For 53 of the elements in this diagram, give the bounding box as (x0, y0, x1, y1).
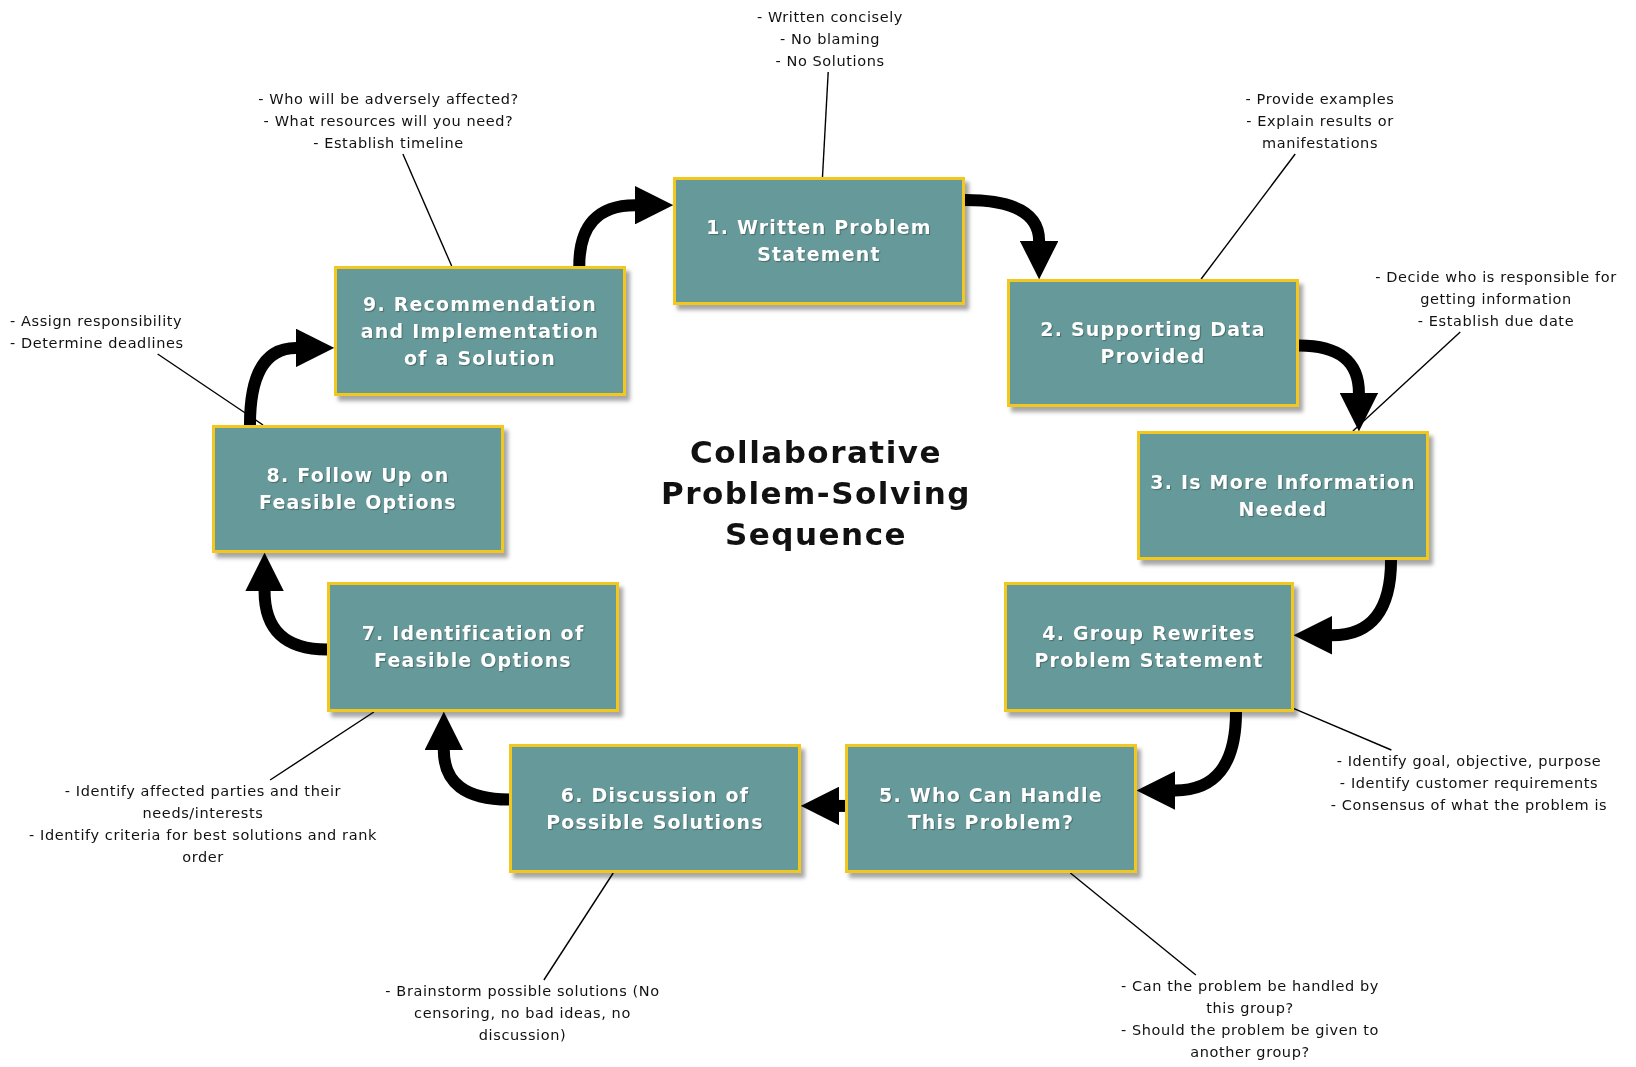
note-text: - Identify affected parties and their needs/interests (63, 782, 343, 823)
note-text: - Who will be adversely affected? (257, 90, 520, 109)
step-label: 9. Recommendation and Implementation of a Solution (359, 291, 601, 371)
step-label: 7. Identification of Feasible Options (360, 621, 586, 673)
arrow (800, 786, 845, 826)
arrow (964, 194, 1059, 280)
leader-line (1293, 707, 1393, 751)
step-label: 6. Discussion of Possible Solutions (545, 782, 765, 835)
step-label: 8. Follow Up on Feasible Options (258, 463, 458, 515)
process-box (334, 266, 626, 396)
process-box (673, 177, 965, 305)
note-text: - No Solutions (774, 52, 886, 71)
leader-line (156, 353, 264, 426)
note-text: - Identify goal, objective, purpose (1335, 752, 1603, 771)
leader-line (1200, 153, 1296, 280)
arrow (1293, 559, 1398, 655)
arrow (1136, 711, 1242, 810)
step-label: 5. Who Can Handle This Problem? (878, 782, 1104, 835)
note-text: - Identify customer requirements (1338, 774, 1600, 793)
process-box (1004, 582, 1294, 712)
note-text: - Provide examples (1244, 90, 1396, 109)
process-box (327, 582, 619, 712)
step-label: 3. Is More Information Needed (1150, 469, 1416, 522)
step-label: 2. Supporting Data Provided (1039, 317, 1267, 369)
note-text: - Can the problem be handled by this group? (1120, 977, 1380, 1018)
process-box (509, 744, 801, 873)
note-text: - Establish timeline (312, 134, 465, 153)
process-box (845, 744, 1137, 873)
note-text: - Consensus of what the problem is (1329, 796, 1609, 815)
note-text: - Should the problem be given to another group? (1119, 1021, 1381, 1062)
note-text: - Determine deadlines (10, 334, 185, 353)
note-text: - Explain results or manifestations (1245, 112, 1395, 153)
note-text: - Written concisely (755, 8, 905, 27)
note-text: - Identify criteria for best solutions and rank order (28, 826, 378, 867)
step-label: 1. Written Problem Statement (705, 215, 933, 267)
step-label: 4. Group Rewrites Problem Statement (1033, 621, 1265, 673)
process-box (1137, 431, 1429, 560)
leader-line (543, 872, 614, 981)
diagram-title: Collaborative Problem-Solving Sequence (659, 433, 973, 554)
arrow (243, 328, 335, 426)
note-text: - What resources will you need? (262, 112, 515, 131)
leader-line (1352, 331, 1461, 432)
note-text: - Decide who is responsible for getting information (1374, 268, 1618, 309)
note-text: - No blaming (778, 30, 881, 49)
leader-line (1069, 872, 1197, 976)
note-text: - Assign responsibility (10, 312, 184, 331)
note-text: - Establish due date (1416, 312, 1576, 331)
leader-line (269, 711, 375, 781)
leader-line (821, 71, 829, 178)
process-box (1007, 279, 1299, 407)
leader-line (402, 153, 453, 267)
note-text: - Brainstorm possible solutions (No censoring, no bad ideas, no discussion) (384, 982, 661, 1045)
process-box (212, 425, 504, 553)
